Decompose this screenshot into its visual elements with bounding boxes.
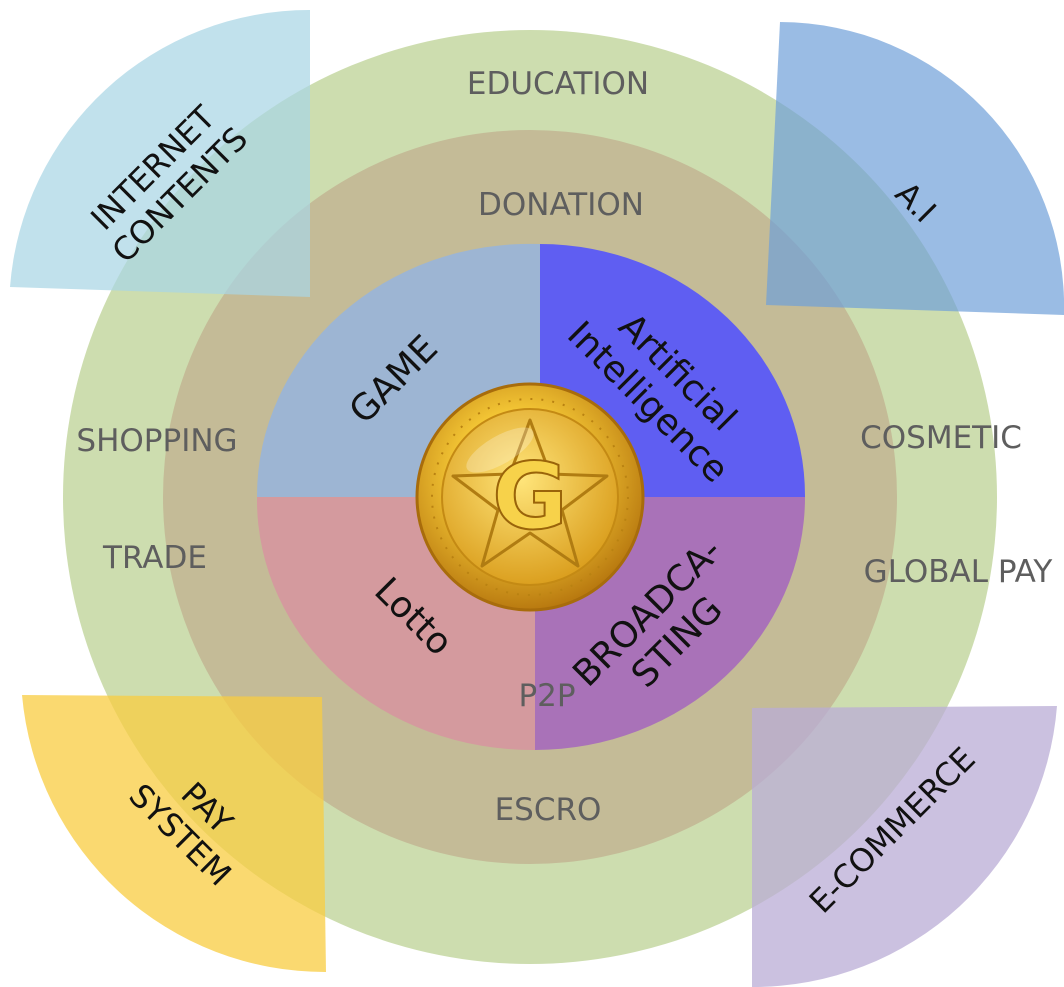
label-education: EDUCATION xyxy=(467,66,649,102)
label-shopping: SHOPPING xyxy=(76,423,237,459)
star-icon xyxy=(451,418,609,568)
center-coin: G xyxy=(415,382,645,612)
petal-ai[interactable] xyxy=(766,22,1064,315)
coin-letter: G xyxy=(492,443,568,550)
petal-pay-system[interactable] xyxy=(22,695,326,973)
label-cosmetic: COSMETIC xyxy=(860,420,1022,456)
label-global-pay: GLOBAL PAY xyxy=(864,554,1053,590)
petal-internet-contents[interactable] xyxy=(10,9,310,297)
label-donation: DONATION xyxy=(478,187,644,223)
label-trade: TRADE xyxy=(102,540,207,576)
petal-e-commerce[interactable] xyxy=(752,706,1057,987)
label-p2p: P2P xyxy=(518,678,575,714)
label-escro: ESCRO xyxy=(495,792,602,828)
